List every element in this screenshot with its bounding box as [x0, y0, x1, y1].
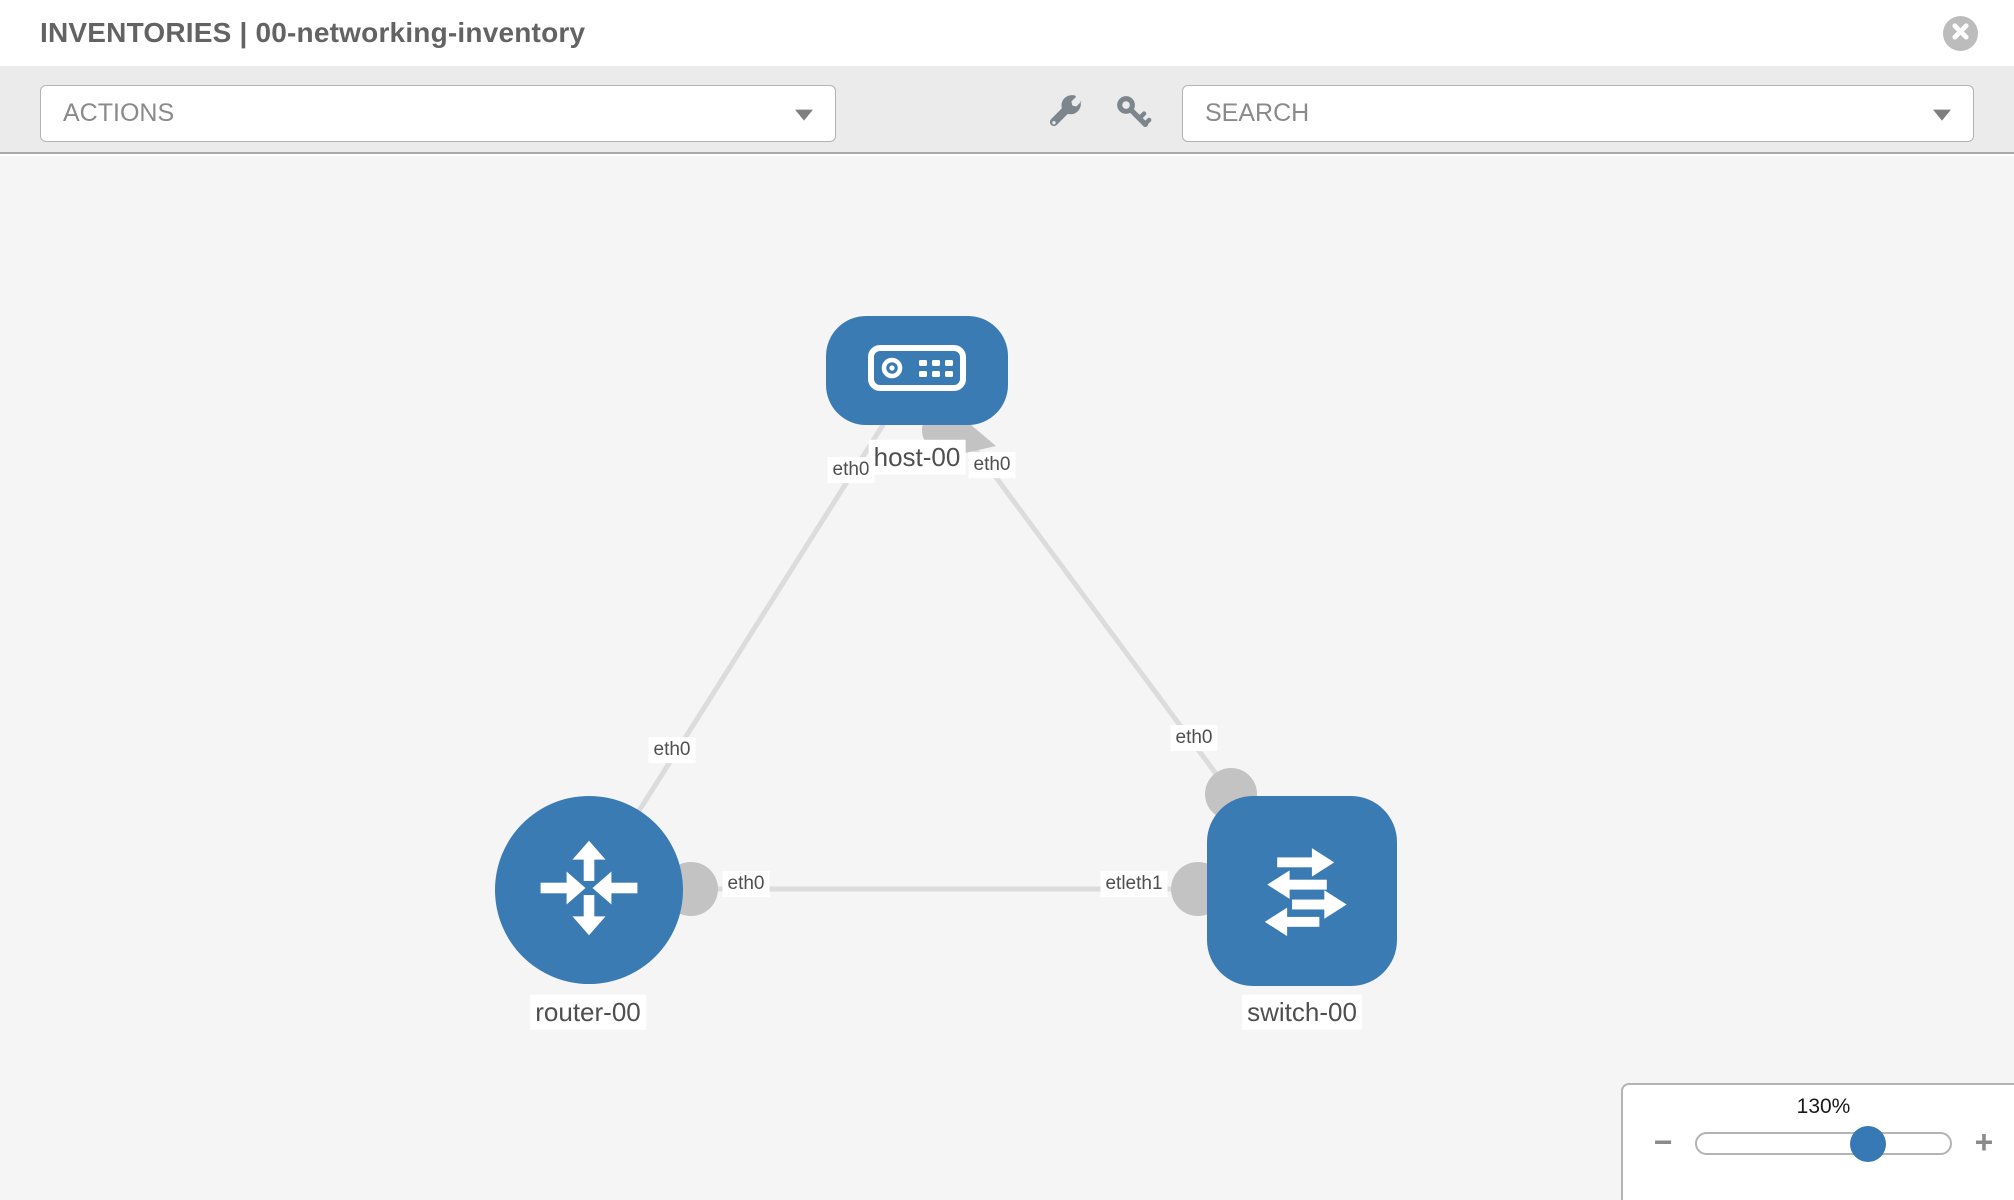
credentials-button[interactable]	[1114, 93, 1152, 131]
iface-label-switch-top: eth0	[1170, 725, 1218, 751]
page-title: INVENTORIES | 00-networking-inventory	[40, 17, 586, 48]
iface-label-host-eth0-left: eth0	[827, 457, 875, 483]
zoom-control-panel: 130% − +	[1621, 1083, 2014, 1200]
node-label-host-00: host-00	[868, 439, 966, 475]
close-button[interactable]	[1943, 16, 1978, 51]
iface-label-host-eth0-right: eth0	[968, 452, 1016, 478]
zoom-slider-track[interactable]	[1695, 1126, 1952, 1162]
close-icon	[1951, 22, 1970, 46]
wrench-icon	[1047, 95, 1085, 135]
node-switch-00[interactable]	[1207, 796, 1397, 986]
router-icon	[530, 829, 648, 952]
chevron-down-icon	[1933, 109, 1951, 121]
zoom-in-button[interactable]: +	[1974, 1124, 1994, 1160]
topology-canvas[interactable]: eth0 host-00 eth0 eth0 eth0 eth0 etleth1…	[0, 156, 2014, 1200]
search-dropdown-label: SEARCH	[1205, 99, 1310, 127]
node-host-00[interactable]	[826, 316, 1008, 425]
actions-dropdown[interactable]: ACTIONS	[40, 85, 836, 142]
node-label-switch-00: switch-00	[1242, 994, 1362, 1030]
toolbar: ACTIONS SEARCH	[0, 66, 2014, 154]
zoom-level-value: 130%	[1796, 1095, 1851, 1118]
node-router-00[interactable]	[495, 796, 683, 984]
iface-label-router-port: eth0	[722, 871, 770, 897]
search-dropdown[interactable]: SEARCH	[1182, 85, 1974, 142]
iface-label-router-top: eth0	[648, 737, 696, 763]
key-icon	[1114, 96, 1152, 135]
configure-button[interactable]	[1047, 93, 1085, 131]
zoom-out-button[interactable]: −	[1653, 1124, 1673, 1160]
host-server-icon	[867, 344, 967, 397]
header: INVENTORIES | 00-networking-inventory	[0, 0, 2014, 66]
actions-dropdown-label: ACTIONS	[63, 99, 175, 127]
iface-label-switch-port: etleth1	[1100, 871, 1168, 897]
node-label-router-00: router-00	[530, 994, 646, 1030]
chevron-down-icon	[795, 109, 813, 121]
zoom-slider-thumb[interactable]	[1850, 1126, 1886, 1162]
switch-icon	[1240, 827, 1364, 956]
topology-links-layer	[586, 369, 1257, 916]
